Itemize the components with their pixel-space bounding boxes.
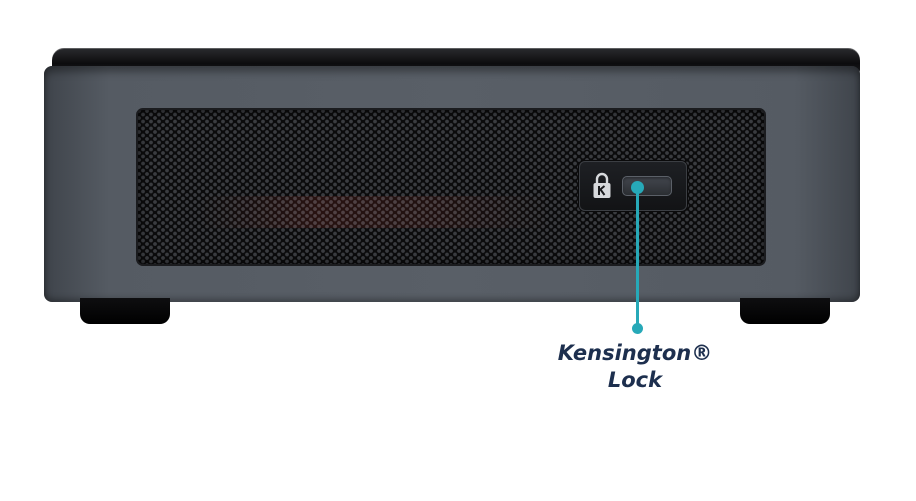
callout-dot-start — [631, 181, 644, 194]
callout-line — [636, 186, 639, 328]
kensington-lock-icon — [593, 172, 611, 198]
callout-label-line2: Lock — [607, 368, 663, 392]
callout-label: Kensington® Lock — [545, 340, 725, 394]
grille-reflection — [200, 196, 550, 228]
device-foot-left — [80, 298, 170, 324]
device-foot-right — [740, 298, 830, 324]
callout-label-line1: Kensington® — [557, 341, 713, 365]
kensington-lock-slot — [622, 176, 672, 196]
callout-dot-end — [632, 323, 643, 334]
